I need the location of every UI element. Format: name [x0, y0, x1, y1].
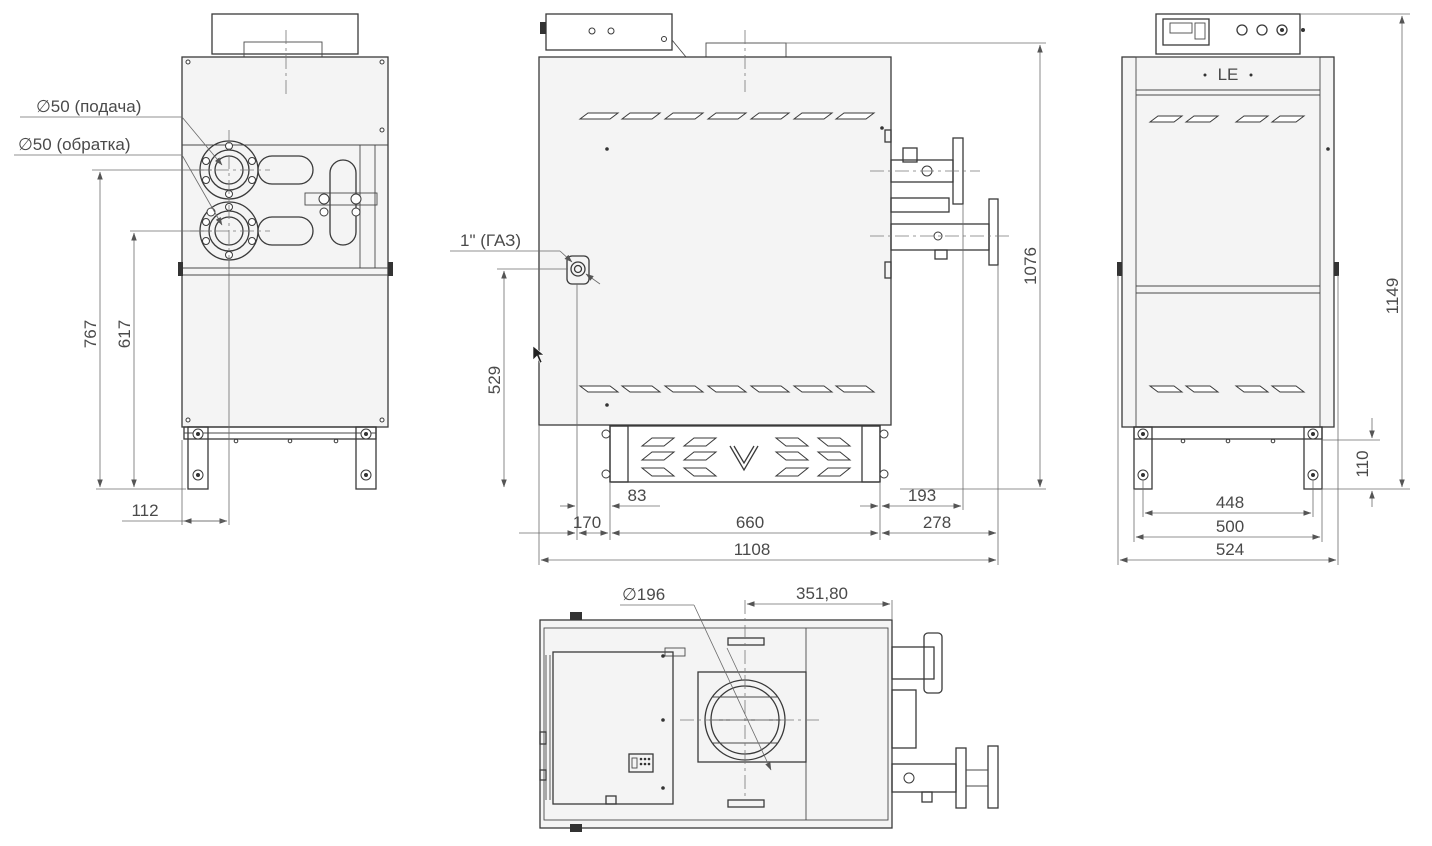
- display-screen: [1162, 18, 1210, 46]
- flange-pipes-top: [891, 632, 999, 809]
- base-frame: [601, 425, 889, 483]
- dim-529: 529: [485, 366, 504, 394]
- gas-inlet: [566, 255, 590, 285]
- dim-351-80: 351,80: [796, 584, 848, 603]
- dim-193: 193: [908, 486, 936, 505]
- dim-83: 83: [628, 486, 647, 505]
- dim-110: 110: [1353, 450, 1372, 477]
- label-gas: 1" (ГАЗ): [460, 231, 521, 250]
- dim-1108: 1108: [734, 540, 771, 559]
- left-side-view: [178, 13, 393, 490]
- boiler-body-side: [181, 56, 389, 428]
- dim-767: 767: [81, 320, 100, 348]
- dim-112: 112: [131, 501, 158, 520]
- right-view-dimensions: 1149 110 448 500 524: [1117, 13, 1410, 565]
- front-view-dimensions: 1" (ГАЗ) 529 1076 83 193 170 660 278 110…: [450, 42, 1046, 565]
- dim-500: 500: [1216, 517, 1244, 536]
- rear-vent-slots: [1148, 115, 1306, 393]
- dim-278: 278: [923, 513, 951, 532]
- top-view-dimensions: ∅196 351,80: [620, 584, 893, 771]
- control-panel: [1155, 13, 1301, 55]
- label-flue-diameter: ∅196: [622, 585, 665, 604]
- dim-1149: 1149: [1383, 278, 1402, 315]
- dim-617: 617: [115, 320, 134, 348]
- mouse-cursor-icon: [532, 345, 545, 364]
- flange-pipes-side: [884, 129, 999, 279]
- vent-slots-top: [578, 112, 876, 120]
- left-view-dimensions: 767 617 112 ∅50 (подача) ∅50 (обратка): [14, 97, 230, 525]
- vent-slots-bottom: [578, 385, 876, 393]
- label-return: ∅50 (обратка): [18, 135, 131, 154]
- dim-448: 448: [1216, 493, 1244, 512]
- dim-170: 170: [573, 513, 601, 532]
- label-supply: ∅50 (подача): [36, 97, 141, 116]
- dim-1076: 1076: [1021, 247, 1040, 285]
- front-view: [538, 13, 1010, 483]
- dim-524: 524: [1216, 540, 1244, 559]
- boiler-body-rear: [1121, 56, 1335, 428]
- right-side-view: LE: [1117, 13, 1339, 490]
- dim-660: 660: [736, 513, 764, 532]
- boiler-body-front: [538, 56, 892, 426]
- top-view: [539, 600, 999, 832]
- switch-block: [628, 753, 654, 773]
- control-box: [211, 13, 359, 55]
- brand-logo: LE: [1218, 65, 1239, 84]
